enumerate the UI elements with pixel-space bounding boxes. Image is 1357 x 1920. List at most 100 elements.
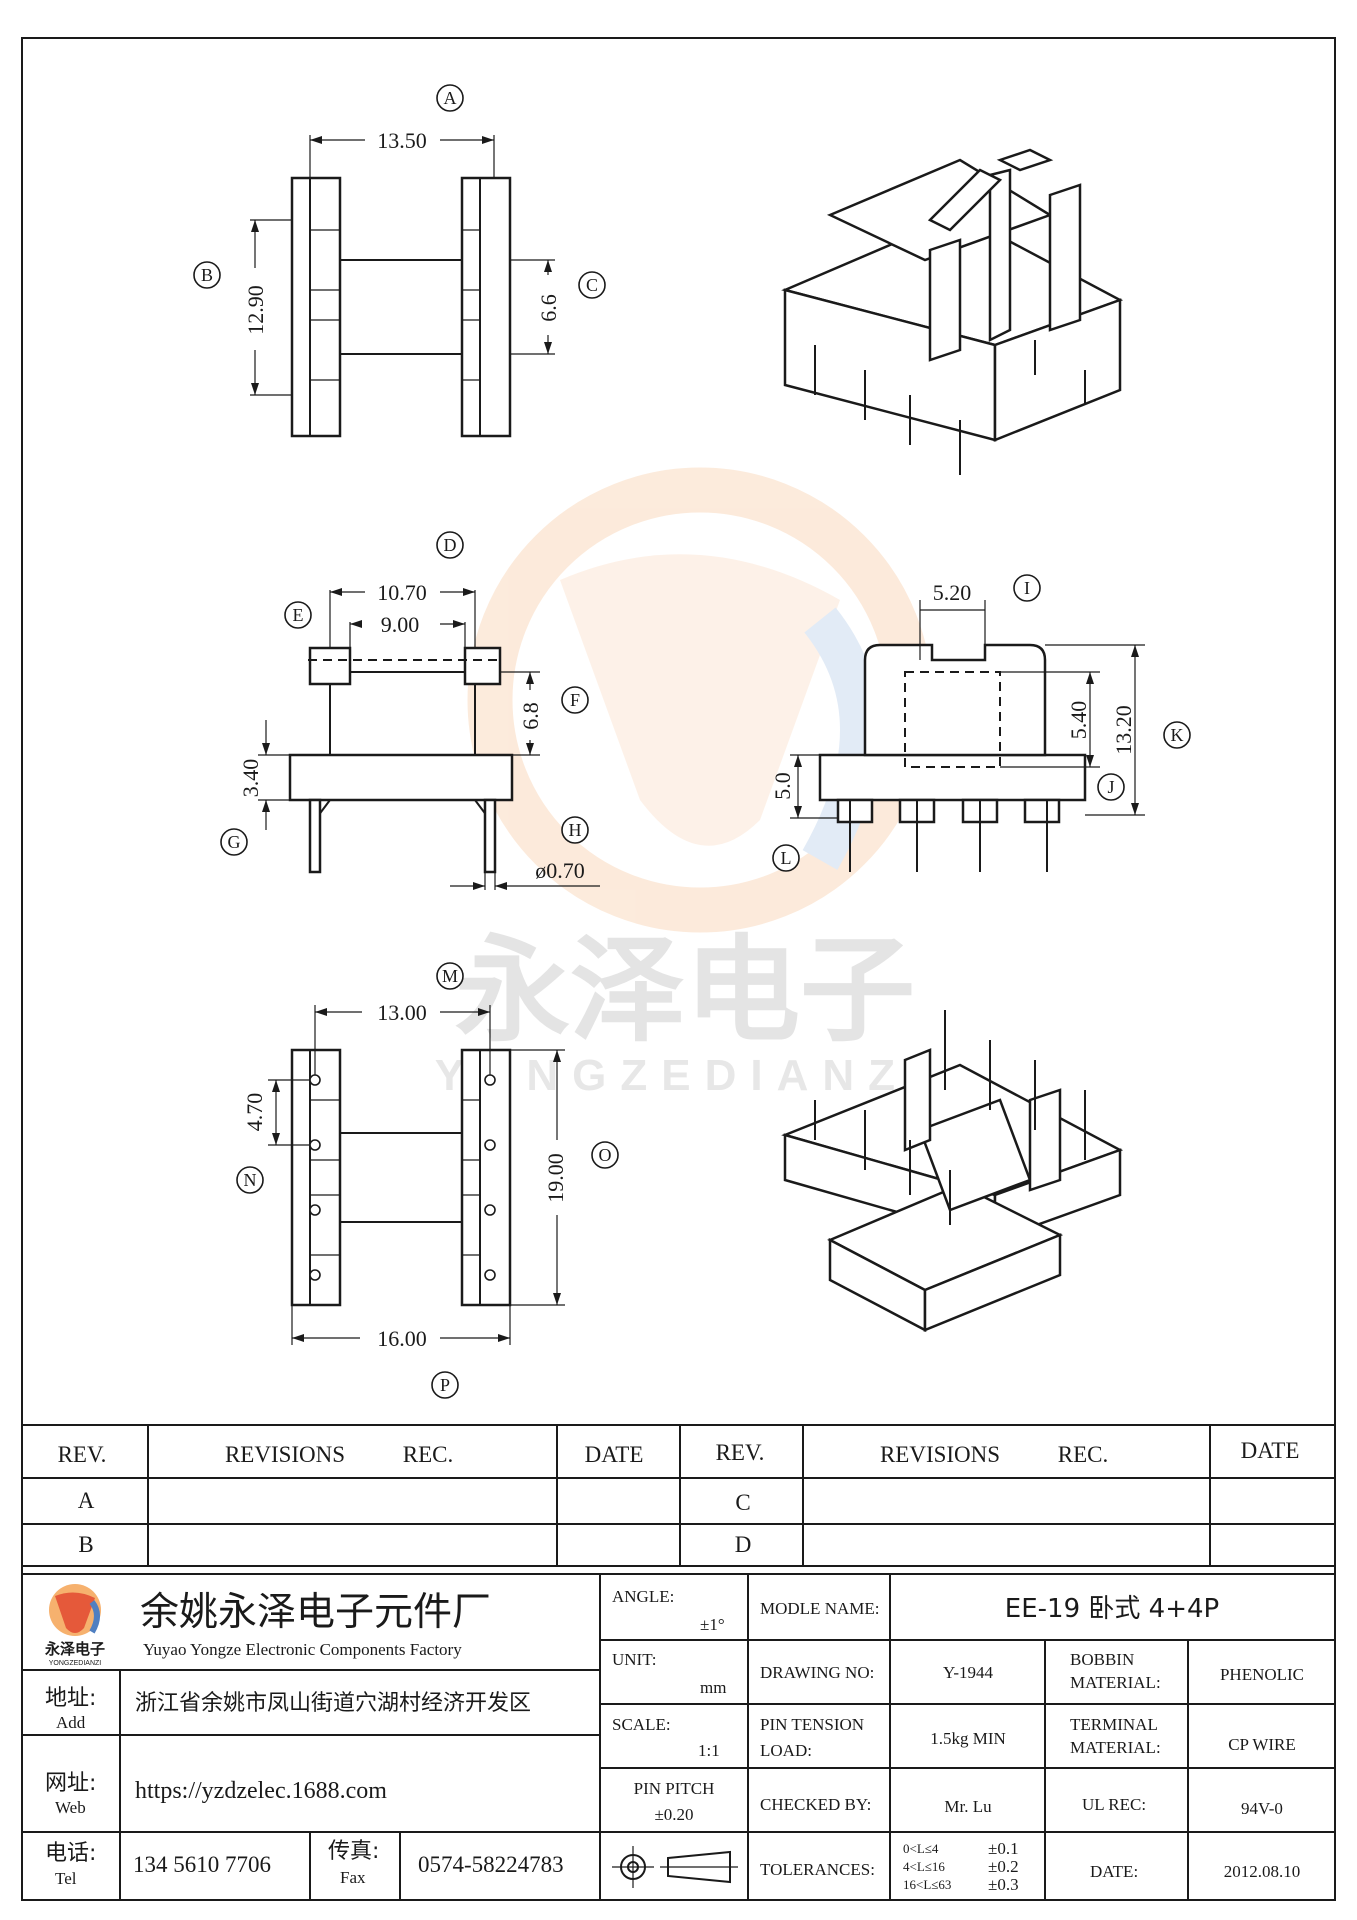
callout-label-g: G bbox=[228, 832, 241, 852]
callout-circle-m bbox=[436, 962, 464, 990]
callout-label-f: F bbox=[570, 690, 580, 710]
rec-header-2: REC. bbox=[1058, 1442, 1108, 1467]
callout-circle-b bbox=[193, 261, 221, 289]
rev-header-2: REV. bbox=[716, 1440, 765, 1465]
dim-b: 12.90 bbox=[243, 285, 268, 335]
tel-label-cn: 电话: bbox=[45, 1841, 96, 1866]
callout-circle-n bbox=[236, 1166, 264, 1194]
bottom-view bbox=[268, 1005, 565, 1345]
bobbin-label-2: MATERIAL: bbox=[1070, 1673, 1161, 1692]
callout-circle-d bbox=[436, 531, 464, 559]
dim-e: 9.00 bbox=[381, 612, 420, 637]
company-name-en: Yuyao Yongze Electronic Components Facto… bbox=[143, 1640, 462, 1659]
web-label-en: Web bbox=[55, 1798, 86, 1817]
address-label-cn: 地址: bbox=[45, 1686, 96, 1711]
model-label: MODLE NAME: bbox=[760, 1599, 879, 1618]
callout-circle-g bbox=[220, 828, 248, 856]
outer-border bbox=[21, 37, 1336, 1901]
fax-label-en: Fax bbox=[340, 1868, 366, 1887]
rev-header-1: REV. bbox=[58, 1442, 107, 1467]
terminal-value: CP WIRE bbox=[1228, 1735, 1296, 1754]
tension-label-1: PIN TENSION bbox=[760, 1715, 864, 1734]
callout-label-m: M bbox=[442, 966, 458, 986]
date-header-1: DATE bbox=[585, 1442, 644, 1467]
dim-m: 13.00 bbox=[377, 1000, 427, 1025]
dim-l: 5.0 bbox=[770, 772, 795, 800]
angle-value: ±1° bbox=[700, 1615, 725, 1634]
revisions-header-2: REVISIONS bbox=[880, 1442, 1000, 1467]
tol-range-2: 4<L≤16 bbox=[903, 1859, 945, 1874]
tension-label-2: LOAD: bbox=[760, 1741, 812, 1760]
dim-d: 10.70 bbox=[377, 580, 427, 605]
callout-label-c: C bbox=[586, 275, 598, 295]
revisions-header-1: REVISIONS bbox=[225, 1442, 345, 1467]
callout-label-l: L bbox=[781, 848, 792, 868]
callout-circle-e bbox=[284, 601, 312, 629]
terminal-label-1: TERMINAL bbox=[1070, 1715, 1158, 1734]
pin-pitch-label: PIN PITCH bbox=[634, 1779, 715, 1798]
callout-circle-k bbox=[1163, 721, 1191, 749]
pin-pitch-value: ±0.20 bbox=[654, 1805, 693, 1824]
scale-value: 1:1 bbox=[698, 1741, 720, 1760]
company-logo-icon bbox=[49, 1584, 101, 1636]
callout-circle-i bbox=[1013, 574, 1041, 602]
bobbin-label-1: BOBBIN bbox=[1070, 1650, 1134, 1669]
rev-row-d: D bbox=[735, 1532, 752, 1557]
callout-label-h: H bbox=[569, 820, 582, 840]
tol-value-1: ±0.1 bbox=[988, 1839, 1019, 1858]
callout-label-o: O bbox=[599, 1145, 612, 1165]
callout-circle-p bbox=[431, 1371, 459, 1399]
checked-label: CHECKED BY: bbox=[760, 1795, 871, 1814]
rev-row-c: C bbox=[735, 1490, 750, 1515]
date-header-2: DATE bbox=[1241, 1438, 1300, 1463]
callout-circle-o bbox=[591, 1141, 619, 1169]
terminal-label-2: MATERIAL: bbox=[1070, 1738, 1161, 1757]
dim-c: 6.6 bbox=[536, 294, 561, 322]
callout-circle-c bbox=[578, 271, 606, 299]
web-link[interactable]: https://yzdzelec.1688.com bbox=[135, 1778, 387, 1804]
unit-value: mm bbox=[700, 1678, 726, 1697]
tel-value: 134 5610 7706 bbox=[133, 1852, 271, 1877]
rev-row-a: A bbox=[78, 1488, 95, 1513]
angle-label: ANGLE: bbox=[612, 1587, 674, 1606]
callout-circle-f bbox=[561, 686, 589, 714]
dim-n: 4.70 bbox=[242, 1093, 267, 1132]
ul-label: UL REC: bbox=[1082, 1795, 1146, 1814]
callout-label-k: K bbox=[1171, 725, 1184, 745]
callout-circle-j bbox=[1097, 773, 1125, 801]
dim-f: 6.8 bbox=[518, 702, 543, 730]
tension-value: 1.5kg MIN bbox=[930, 1729, 1006, 1748]
dim-o: 19.00 bbox=[543, 1153, 568, 1203]
rec-header-1: REC. bbox=[403, 1442, 453, 1467]
callout-label-p: P bbox=[440, 1375, 450, 1395]
scale-label: SCALE: bbox=[612, 1715, 671, 1734]
dim-a: 13.50 bbox=[377, 128, 427, 153]
dim-p: 16.00 bbox=[377, 1326, 427, 1351]
tol-value-2: ±0.2 bbox=[988, 1857, 1019, 1876]
dim-h: ø0.70 bbox=[535, 858, 585, 883]
callout-label-j: J bbox=[1107, 777, 1114, 797]
callout-circle-h bbox=[561, 816, 589, 844]
drawing-value: Y-1944 bbox=[943, 1663, 994, 1682]
top-view bbox=[250, 135, 555, 438]
logo-text: 永泽电子 bbox=[44, 1640, 105, 1658]
tolerances-label: TOLERANCES: bbox=[760, 1860, 875, 1879]
watermark-cn: 永泽电子 bbox=[455, 924, 915, 1058]
dim-g: 3.40 bbox=[238, 759, 263, 798]
date-value: 2012.08.10 bbox=[1224, 1862, 1301, 1881]
date-label: DATE: bbox=[1090, 1862, 1138, 1881]
drawing-label: DRAWING NO: bbox=[760, 1663, 874, 1682]
address-label-en: Add bbox=[56, 1713, 86, 1732]
revision-table bbox=[22, 1425, 1335, 1575]
dim-i: 5.20 bbox=[933, 580, 972, 605]
fax-label-cn: 传真: bbox=[328, 1839, 379, 1864]
tol-range-1: 0<L≤4 bbox=[903, 1841, 939, 1856]
isometric-view-top bbox=[781, 148, 1124, 475]
isometric-view-bottom bbox=[781, 1010, 1124, 1333]
callout-label-d: D bbox=[444, 535, 457, 555]
front-view bbox=[790, 600, 1145, 872]
title-block bbox=[22, 1574, 1335, 1900]
callout-label-n: N bbox=[244, 1170, 257, 1190]
